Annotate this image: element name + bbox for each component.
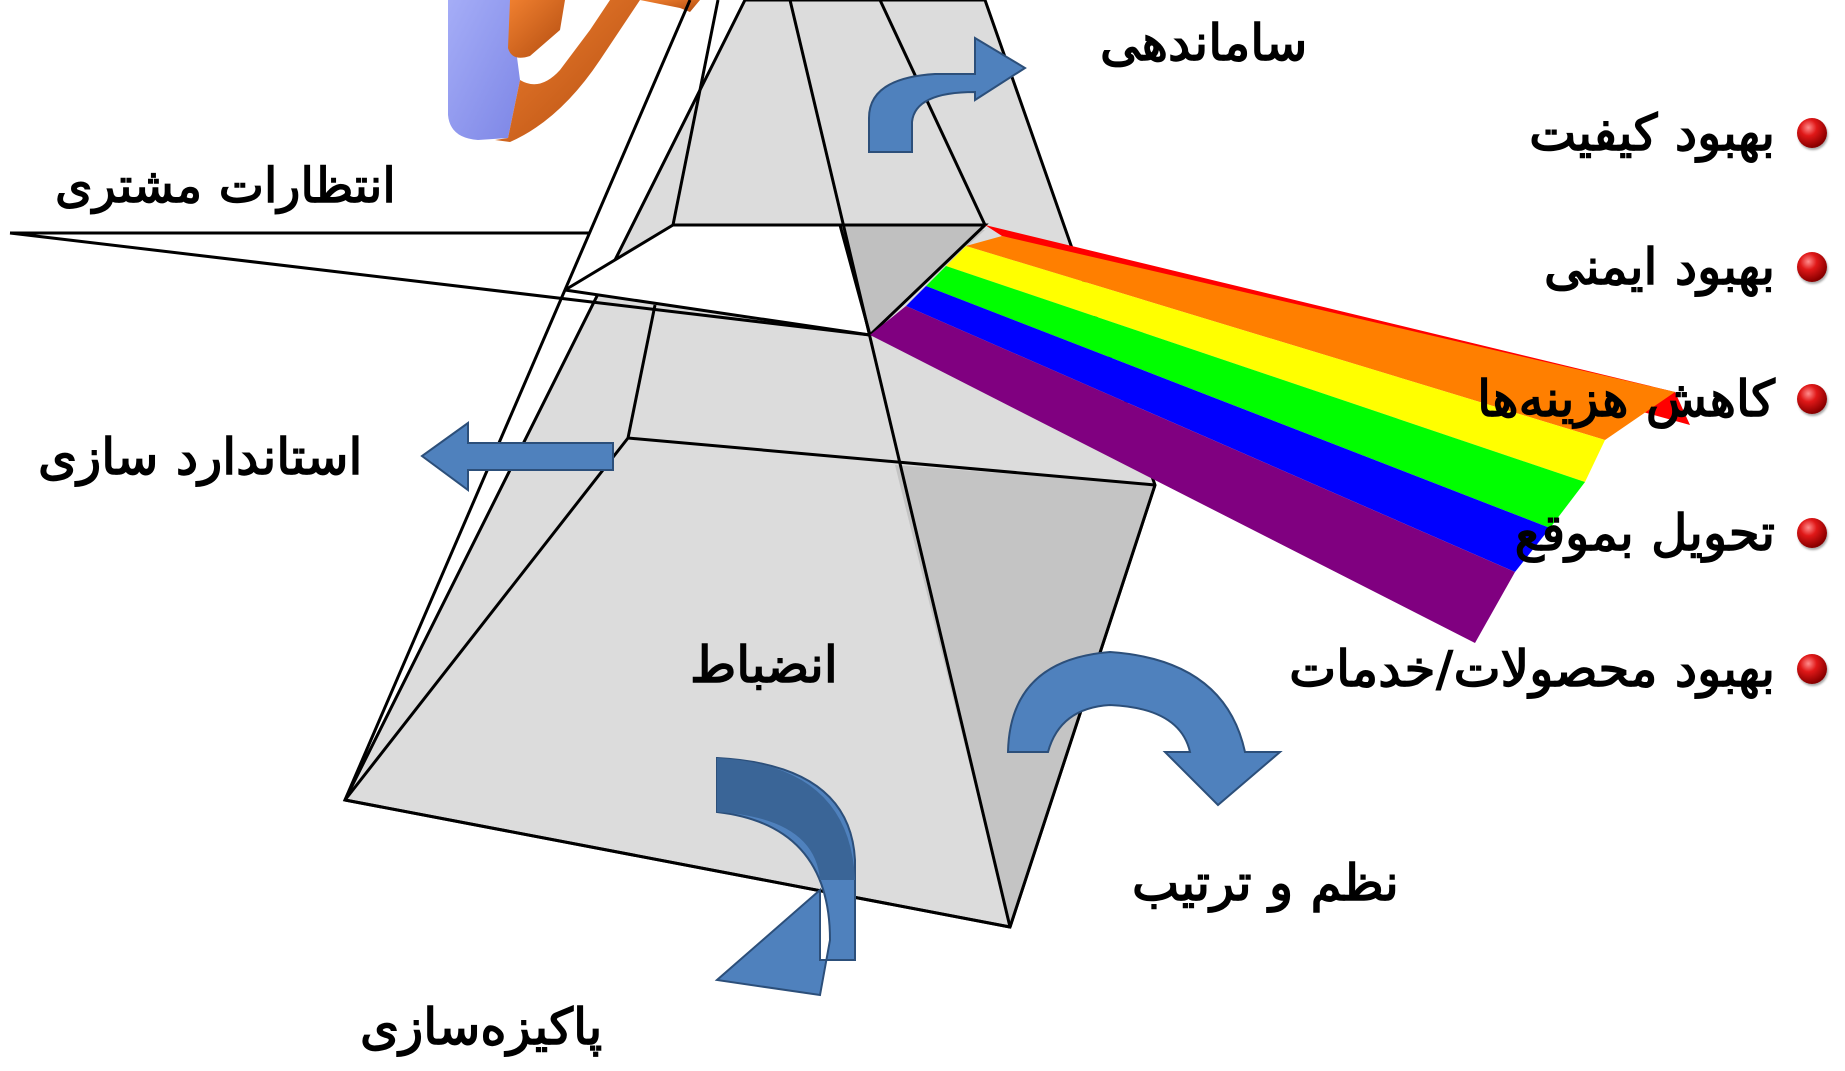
incoming-beam <box>9 231 871 337</box>
logo-orange-shape-3 <box>640 0 700 12</box>
pyramid-inner-mid-edge <box>626 304 657 439</box>
order-arrow <box>1006 650 1283 807</box>
benefit-label: بهبود کیفیت <box>1529 103 1775 162</box>
organizing-arrow <box>868 36 1027 153</box>
pyramid-left-edge <box>343 0 692 801</box>
bullet-icon <box>1797 118 1827 148</box>
benefit-item-1: بهبود کیفیت <box>1529 108 1827 158</box>
benefit-label: تحویل بموقع <box>1514 503 1775 562</box>
benefit-label: بهبود محصولات/خدمات <box>1289 639 1775 698</box>
pyramid-inner-top-edge <box>671 0 720 226</box>
spectrum-band-orange <box>966 236 1675 440</box>
standardization-arrow <box>420 421 614 492</box>
logo-fragment <box>448 0 700 142</box>
label-cleaning: پاکیزه‌سازی <box>360 997 603 1056</box>
pyramid-base-edge <box>344 798 1011 929</box>
logo-orange-shape-1 <box>508 0 565 58</box>
label-customer-expectations: انتظارات مشتری <box>55 158 396 214</box>
pyramid-lower-left-edge <box>343 437 630 801</box>
label-order: نظم و ترتیب <box>1132 853 1399 912</box>
pyramid-lower-tier-line <box>627 436 1156 487</box>
benefit-item-3: کاهش هزینه‌ها <box>1477 374 1827 424</box>
label-organizing: ساماندهی <box>1100 13 1308 72</box>
benefit-label: کاهش هزینه‌ها <box>1477 369 1775 428</box>
spectrum-band-yellow <box>946 246 1605 482</box>
arrows <box>420 36 1283 997</box>
pyramid-band-left <box>564 223 674 292</box>
beam-line-bottom <box>9 231 871 337</box>
spectrum-band-blue <box>906 286 1550 572</box>
pyramid <box>342 0 1157 929</box>
pyramid-right-top-edge <box>878 0 987 226</box>
bullet-icon <box>1797 384 1827 414</box>
cleaning-arrow-dark <box>717 758 855 880</box>
benefit-item-4: تحویل بموقع <box>1515 508 1827 558</box>
bullet-icon <box>1797 252 1827 282</box>
bullet-icon <box>1797 518 1827 548</box>
benefit-item-2: بهبود ایمنی <box>1544 242 1827 292</box>
spectrum <box>870 225 1690 643</box>
benefit-item-5: بهبود محصولات/خدمات <box>1289 644 1827 694</box>
spectrum-band-green <box>926 266 1585 528</box>
benefit-label: بهبود ایمنی <box>1543 237 1775 296</box>
label-discipline: انضباط <box>690 635 838 694</box>
bullet-icon <box>1797 654 1827 684</box>
logo-blue-shape <box>448 0 520 140</box>
spectrum-band-purple <box>870 306 1515 643</box>
label-standardization: استاندارد سازی <box>38 427 363 486</box>
logo-orange-shape-2 <box>495 0 640 142</box>
